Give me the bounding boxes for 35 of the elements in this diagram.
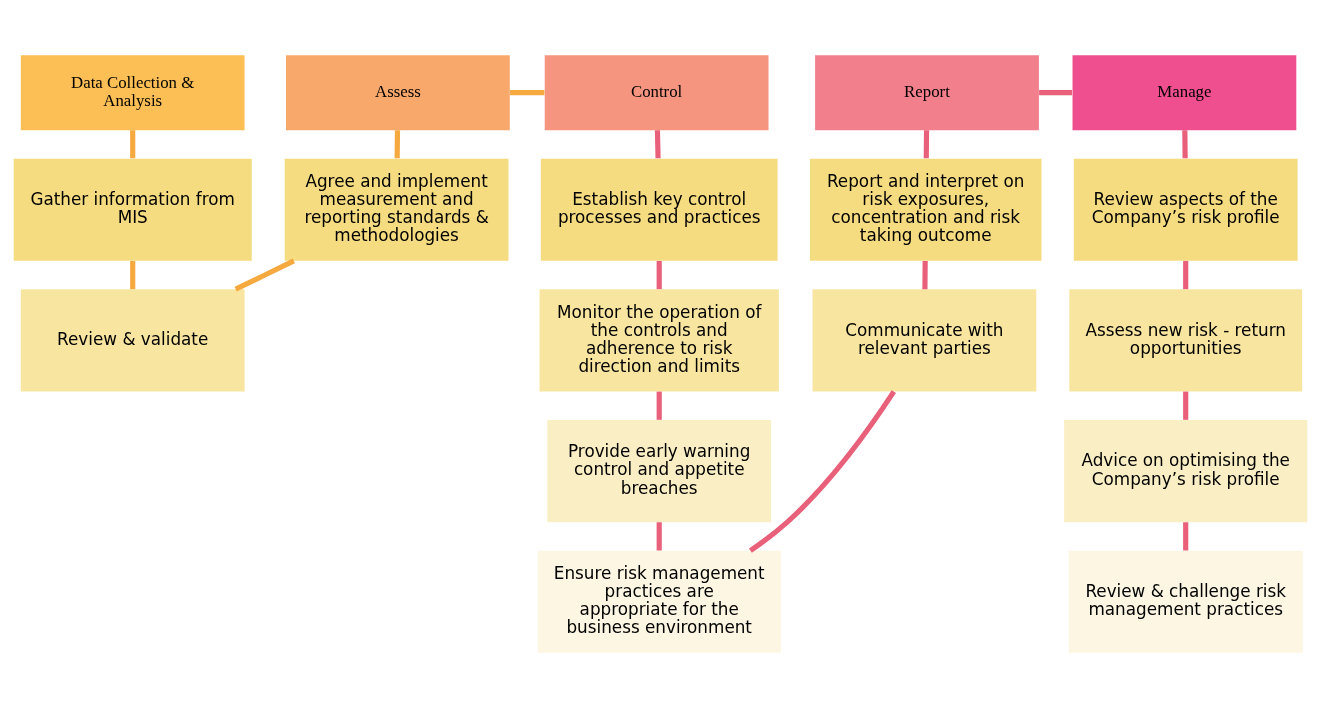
node-box: Report and interpret on risk exposures, concentration and risk taking outcome — [809, 158, 1042, 261]
node-box: Review & validate — [20, 289, 245, 392]
node-box: Establish key control processes and practices — [540, 158, 778, 261]
connector — [130, 260, 136, 290]
node-box: Advice on optimising the Company’s risk profile — [1064, 419, 1308, 523]
connector — [130, 130, 136, 159]
connector — [654, 130, 661, 159]
connector — [656, 391, 662, 420]
connector — [1183, 260, 1189, 290]
node-box: Report — [815, 55, 1039, 131]
connector — [748, 390, 896, 553]
connector — [656, 260, 662, 290]
connector — [394, 130, 401, 159]
node-box: Data Collection & Analysis — [20, 55, 245, 131]
node-box: Manage — [1072, 55, 1297, 131]
node-box: Review & challenge risk management practices — [1068, 550, 1303, 653]
connector — [1182, 130, 1188, 159]
connector — [234, 258, 295, 292]
node-box: Ensure risk management practices are appropriate for the business environment — [537, 550, 781, 653]
connector — [923, 130, 930, 159]
node-box: Review aspects of the Company’s risk profile — [1073, 158, 1298, 261]
node-box: Control — [544, 55, 769, 131]
connector — [1183, 391, 1189, 420]
node-box: Monitor the operation of the controls and adherence to risk direction and limits — [539, 289, 779, 392]
node-box: Agree and implement measurement and reporting standards & methodologies — [284, 158, 509, 261]
node-box: Assess — [286, 55, 510, 131]
connector — [510, 90, 545, 96]
connector — [1183, 522, 1189, 551]
node-box: Assess new risk - return opportunities — [1069, 289, 1303, 392]
node-box: Communicate with relevant parties — [812, 289, 1037, 392]
node-box: Gather information from MIS — [13, 158, 252, 261]
connector — [922, 260, 928, 290]
node-box: Provide early warning control and appetite breaches — [547, 419, 772, 523]
connector — [1039, 90, 1073, 96]
connector — [656, 522, 662, 551]
